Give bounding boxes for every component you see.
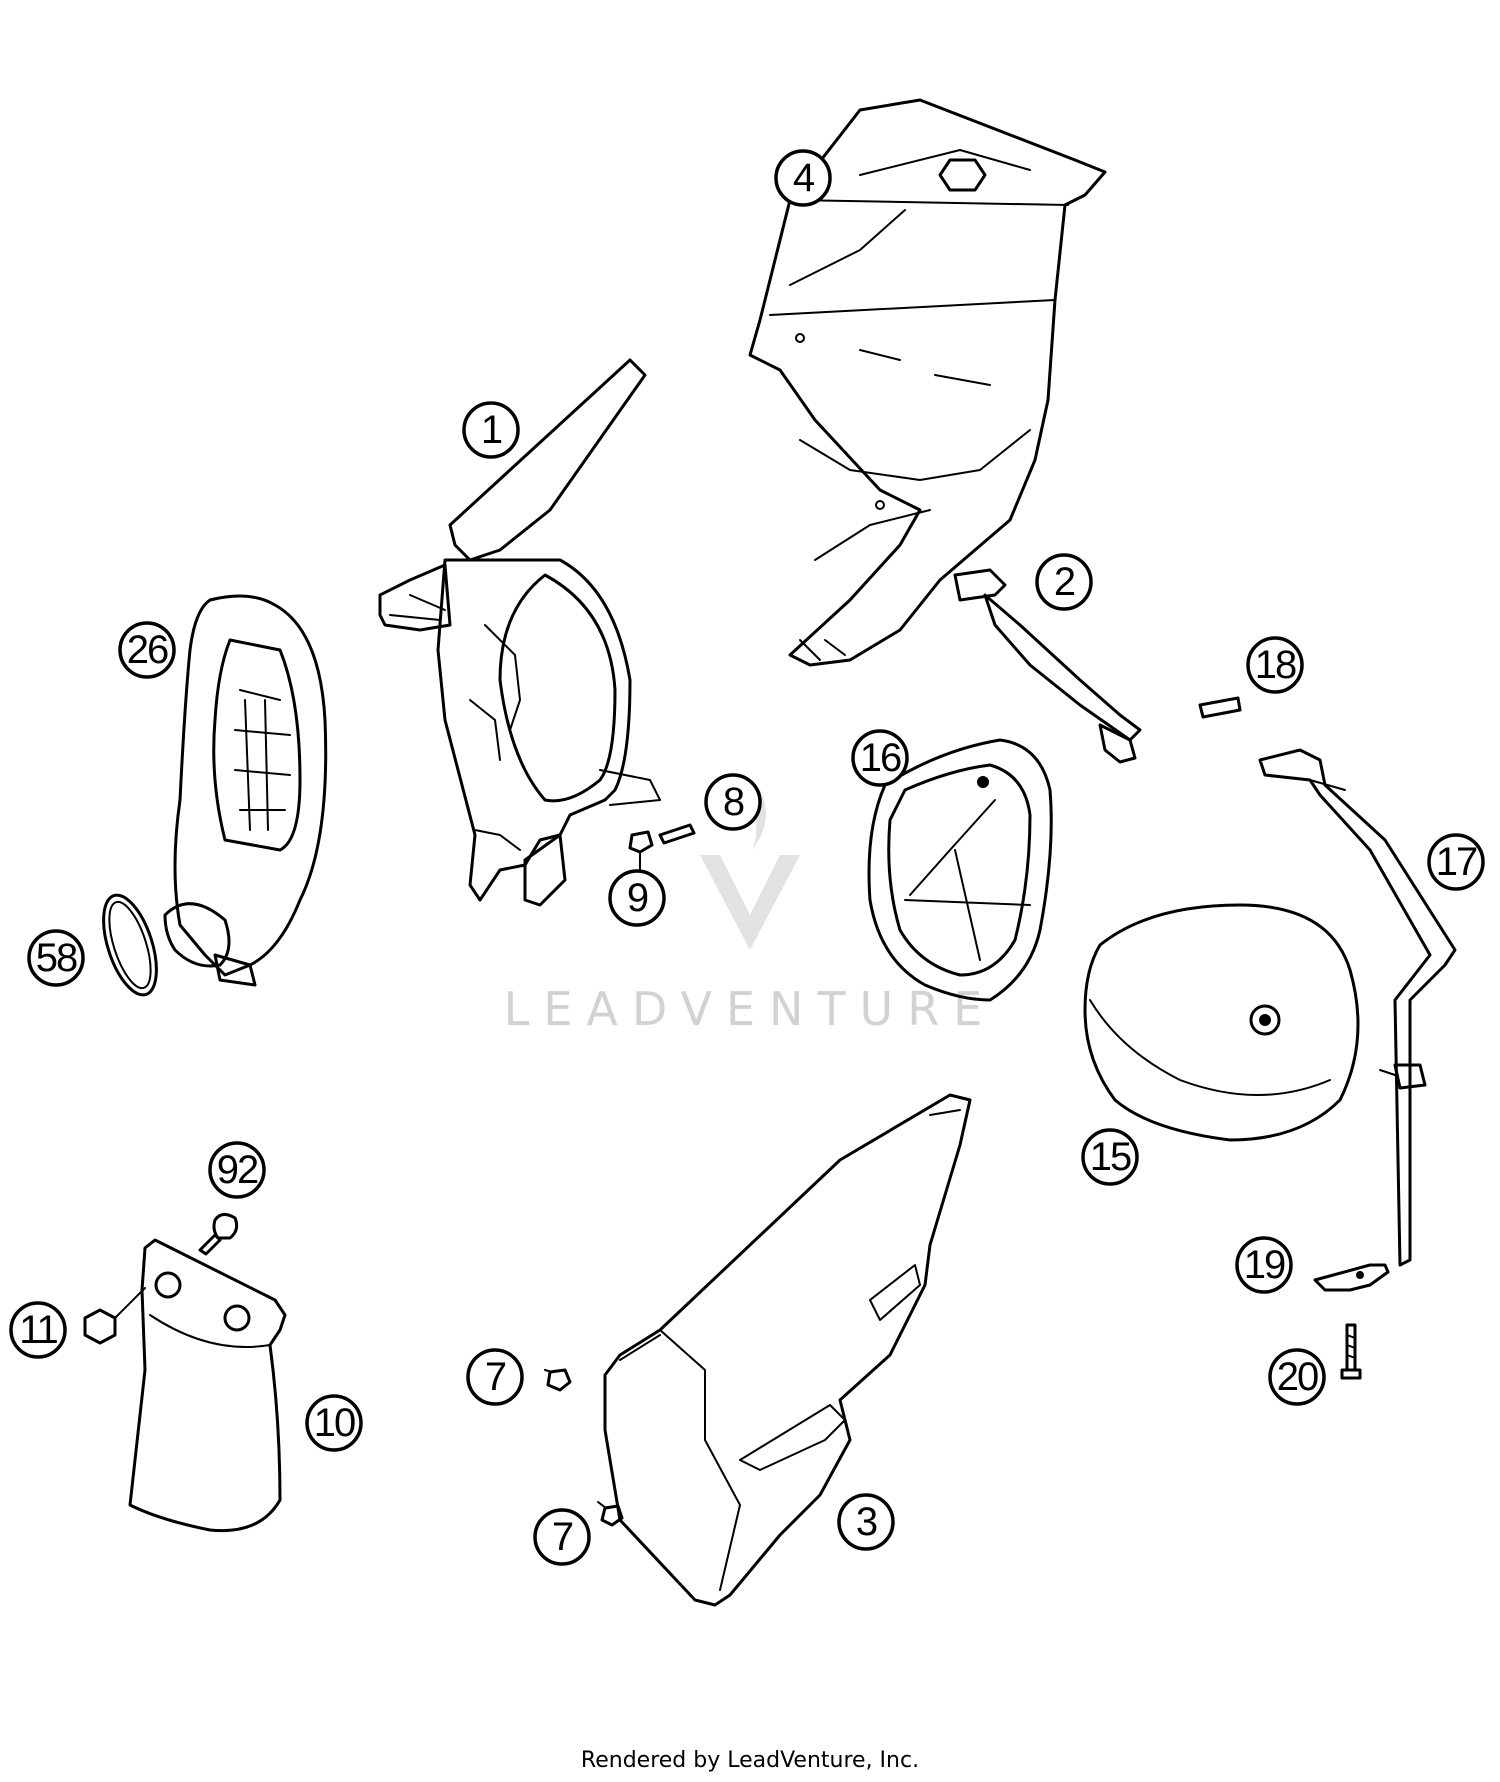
part-15-air-filter xyxy=(1083,903,1360,1142)
part-7-fastener-lower xyxy=(597,1501,624,1527)
svg-text:2: 2 xyxy=(1054,560,1075,604)
svg-text:19: 19 xyxy=(1244,1243,1285,1287)
svg-text:7: 7 xyxy=(485,1355,506,1399)
svg-text:7: 7 xyxy=(552,1515,573,1559)
callout-8: 8 xyxy=(704,773,762,831)
svg-text:58: 58 xyxy=(36,936,77,980)
callout-92: 92 xyxy=(208,1141,266,1199)
part-20-bolt xyxy=(1340,1323,1362,1380)
callout-26: 26 xyxy=(118,621,176,679)
svg-text:16: 16 xyxy=(860,736,901,780)
svg-text:26: 26 xyxy=(127,628,168,672)
callouts: 4 1 2 26 18 16 8 9 17 58 15 92 19 11 10 … xyxy=(9,149,1485,1566)
part-17-bracket xyxy=(1258,748,1457,1267)
callout-58: 58 xyxy=(27,929,85,987)
callout-10: 10 xyxy=(305,1394,363,1452)
callout-9: 9 xyxy=(608,869,666,927)
watermark-logo xyxy=(700,790,800,950)
part-9-nut xyxy=(628,830,654,871)
svg-text:8: 8 xyxy=(723,780,744,824)
part-3-side-cover xyxy=(603,1093,972,1607)
svg-text:17: 17 xyxy=(1436,840,1477,884)
svg-text:1: 1 xyxy=(481,408,502,452)
callout-16: 16 xyxy=(851,729,909,787)
svg-text:4: 4 xyxy=(793,156,815,200)
callout-7-upper: 7 xyxy=(466,1348,524,1406)
svg-text:92: 92 xyxy=(217,1148,258,1192)
part-8-screw xyxy=(658,823,696,845)
svg-text:9: 9 xyxy=(627,876,648,920)
part-58-clamp xyxy=(102,893,158,997)
svg-text:10: 10 xyxy=(314,1401,355,1445)
callout-3: 3 xyxy=(837,1493,895,1551)
part-7-fastener-upper xyxy=(544,1368,572,1392)
part-26-intake-boot xyxy=(163,594,328,987)
part-16-filter-cage xyxy=(867,738,1053,1002)
callout-17: 17 xyxy=(1427,833,1485,891)
svg-text:11: 11 xyxy=(19,1308,57,1352)
watermark-brand: LEADVENTURE xyxy=(504,982,997,1036)
svg-text:18: 18 xyxy=(1255,643,1296,687)
svg-text:3: 3 xyxy=(856,1500,877,1544)
callout-4: 4 xyxy=(774,149,832,207)
part-18-clip xyxy=(1198,696,1242,719)
svg-text:20: 20 xyxy=(1277,1355,1318,1399)
callout-1: 1 xyxy=(462,401,520,459)
callout-18: 18 xyxy=(1246,636,1304,694)
watermark: LEADVENTURE xyxy=(504,790,997,1036)
part-11-nut xyxy=(83,1287,146,1345)
callout-7-lower: 7 xyxy=(533,1508,591,1566)
part-92-screw xyxy=(198,1213,239,1256)
footer-credit: Rendered by LeadVenture, Inc. xyxy=(580,1748,920,1773)
callout-20: 20 xyxy=(1268,1348,1326,1406)
callout-2: 2 xyxy=(1035,553,1093,611)
svg-text:15: 15 xyxy=(1090,1135,1131,1179)
part-2-tube xyxy=(953,568,1142,764)
callout-11: 11 xyxy=(9,1301,67,1359)
part-4-airbox-upper xyxy=(748,98,1107,667)
callout-19: 19 xyxy=(1235,1236,1293,1294)
callout-15: 15 xyxy=(1081,1128,1139,1186)
part-19-clip-plate xyxy=(1313,1263,1390,1292)
part-10-mud-flap xyxy=(128,1238,287,1533)
part-1-air-guide xyxy=(378,358,661,907)
